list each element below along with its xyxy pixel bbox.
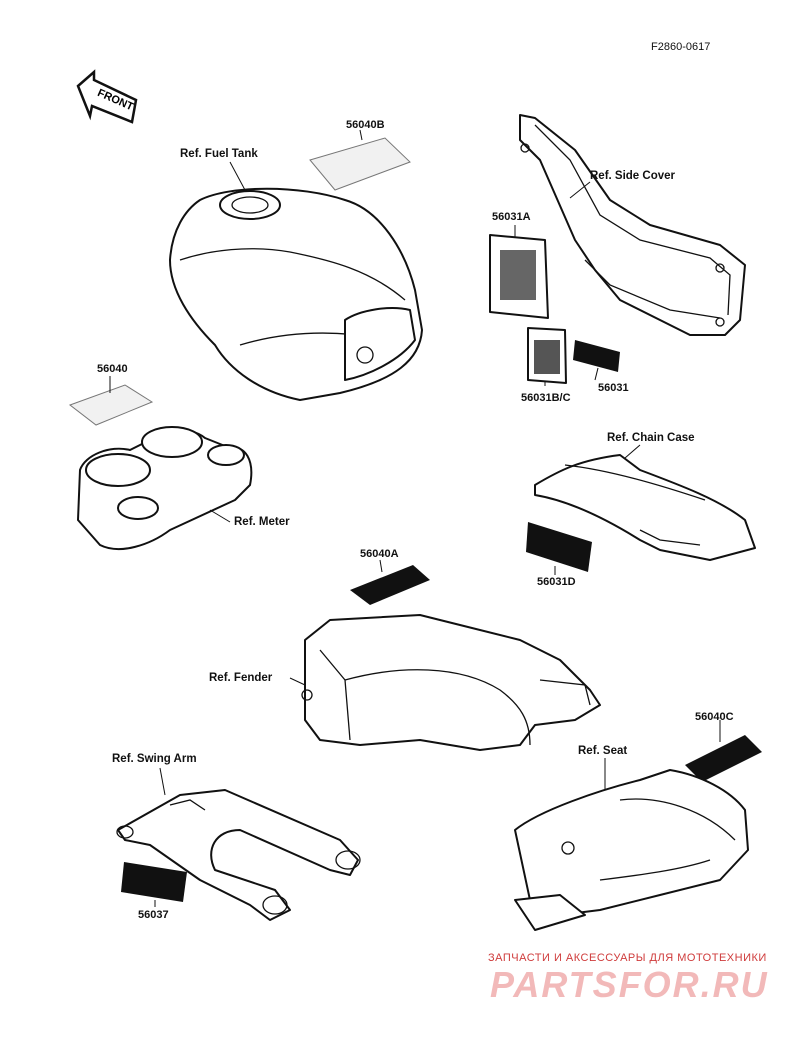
part-56040c: 56040C bbox=[695, 711, 734, 723]
label-ref-side-cover: Ref. Side Cover bbox=[590, 170, 675, 182]
front-arrow-icon: FRONT bbox=[76, 69, 138, 124]
seat-drawing bbox=[514, 769, 749, 931]
label-56040a-plate bbox=[350, 565, 430, 605]
label-ref-seat: Ref. Seat bbox=[578, 745, 628, 757]
part-56040a: 56040A bbox=[360, 548, 399, 560]
label-56040b-plate bbox=[309, 137, 411, 191]
part-56037: 56037 bbox=[138, 909, 169, 921]
part-56040b: 56040B bbox=[346, 119, 385, 131]
label-ref-swing-arm: Ref. Swing Arm bbox=[112, 753, 197, 765]
watermark-logo: PARTSFOR.RU bbox=[490, 964, 769, 1005]
label-56040c-plate bbox=[685, 735, 762, 782]
fender-drawing bbox=[301, 614, 601, 751]
label-ref-chain-case: Ref. Chain Case bbox=[607, 432, 695, 444]
label-56031d-plate bbox=[526, 522, 592, 572]
part-56040: 56040 bbox=[97, 363, 128, 375]
part-56031bc: 56031B/C bbox=[521, 392, 571, 404]
label-56037-plate bbox=[121, 862, 187, 902]
part-56031a: 56031A bbox=[492, 211, 531, 223]
chain-case-drawing bbox=[534, 454, 756, 561]
label-56031bc-plate bbox=[527, 327, 567, 384]
fuel-tank-drawing bbox=[169, 187, 423, 401]
part-56031d: 56031D bbox=[537, 576, 576, 588]
label-56040-plate bbox=[68, 384, 154, 426]
label-56031-plate bbox=[573, 340, 620, 372]
label-ref-meter: Ref. Meter bbox=[234, 516, 290, 528]
label-ref-fender: Ref. Fender bbox=[209, 672, 273, 684]
part-56031: 56031 bbox=[598, 382, 629, 394]
label-ref-fuel-tank: Ref. Fuel Tank bbox=[180, 148, 258, 160]
side-cover-drawing bbox=[519, 114, 746, 336]
figure-code: F2860-0617 bbox=[651, 41, 711, 53]
label-56031a-plate bbox=[489, 234, 549, 319]
watermark-tagline: ЗАПЧАСТИ И АКСЕССУАРЫ ДЛЯ МОТОТЕХНИКИ bbox=[488, 952, 767, 964]
leader-lines bbox=[109, 129, 721, 907]
swing-arm-drawing bbox=[116, 789, 361, 921]
meter-drawing bbox=[77, 426, 253, 550]
